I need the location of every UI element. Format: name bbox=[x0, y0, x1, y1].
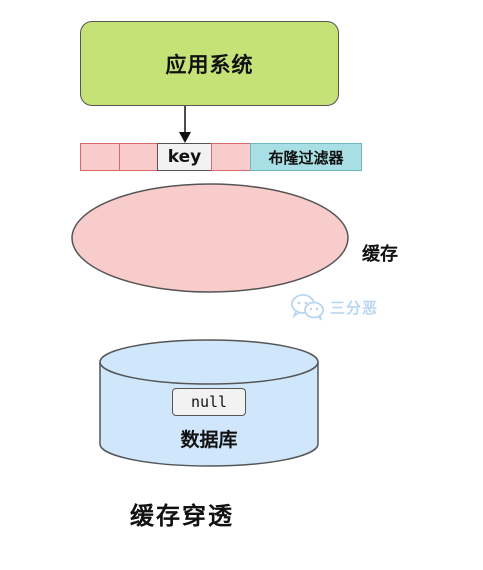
bloom-filter-label-box: 布隆过滤器 bbox=[250, 143, 362, 171]
database-label: 数据库 bbox=[180, 429, 238, 451]
bloom-bit-cell bbox=[211, 143, 251, 171]
null-label: null bbox=[190, 393, 228, 411]
request-arrow bbox=[179, 106, 191, 143]
null-value-box: null bbox=[172, 388, 246, 416]
watermark: 三分恶 bbox=[290, 293, 378, 321]
application-system-box: 应用系统 bbox=[80, 21, 339, 106]
cache-label: 缓存 bbox=[362, 244, 398, 265]
cache-ellipse bbox=[71, 183, 349, 293]
application-system-label: 应用系统 bbox=[165, 52, 254, 77]
key-label: key bbox=[167, 147, 202, 167]
bloom-bit-cell bbox=[119, 143, 158, 171]
diagram-caption: 缓存穿透 bbox=[130, 501, 234, 530]
bloom-filter: key 布隆过滤器 bbox=[80, 143, 365, 171]
watermark-text: 三分恶 bbox=[330, 298, 379, 317]
wechat-icon bbox=[291, 294, 324, 321]
bloom-bit-cell bbox=[80, 143, 120, 171]
key-cell: key bbox=[157, 143, 212, 171]
bloom-filter-label: 布隆过滤器 bbox=[268, 148, 344, 167]
